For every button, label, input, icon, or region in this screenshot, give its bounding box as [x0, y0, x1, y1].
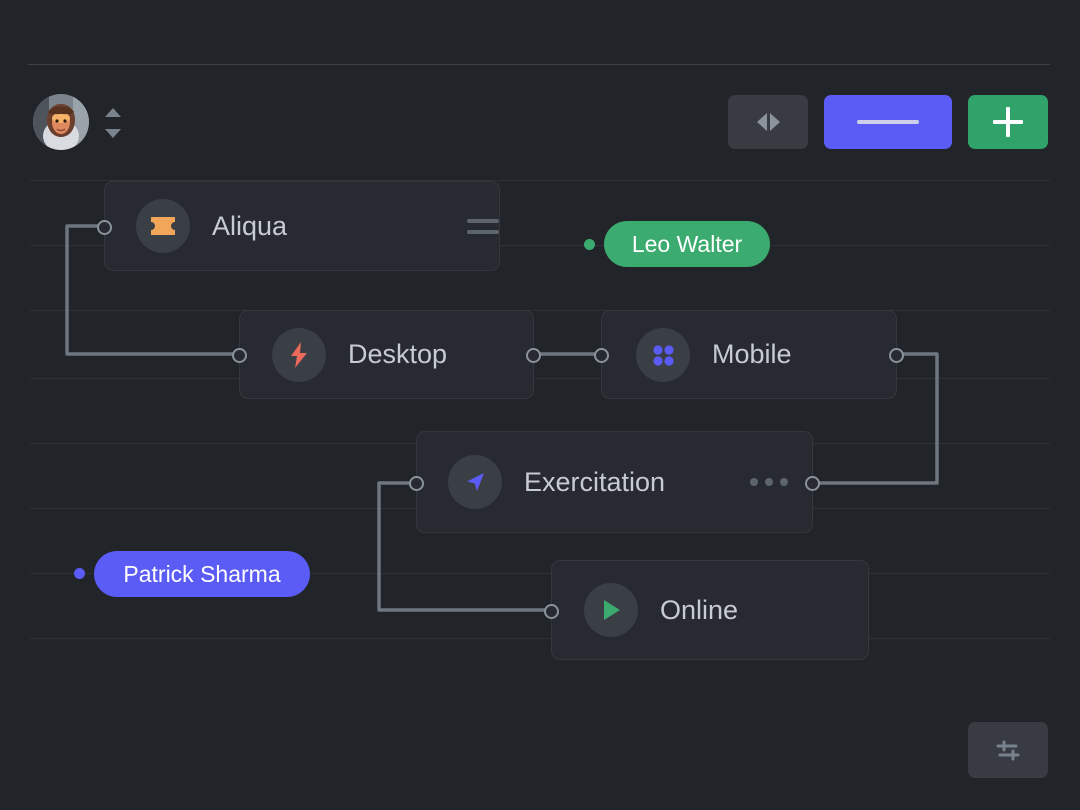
node-exercitation[interactable]: Exercitation [409, 431, 820, 533]
status-dot-leo [584, 239, 595, 250]
avatar[interactable] [33, 94, 89, 150]
node-label: Online [660, 594, 739, 625]
node-label: Exercitation [524, 466, 666, 497]
node-online[interactable]: Online [544, 560, 869, 660]
port-right[interactable] [526, 348, 541, 363]
pill-patrick-sharma[interactable]: Patrick Sharma [94, 551, 310, 597]
guide-rail [30, 245, 1050, 246]
port-left[interactable] [97, 220, 112, 235]
port-left[interactable] [409, 476, 424, 491]
play-triangle-icon [584, 583, 638, 637]
pill-leo-walter[interactable]: Leo Walter [604, 221, 770, 267]
guide-rail [30, 638, 1050, 639]
node-aliqua[interactable]: Aliqua [97, 181, 500, 271]
sliders-icon [996, 740, 1020, 761]
minus-icon [857, 120, 919, 124]
ticket-icon [136, 199, 190, 253]
sort-descending-arrow [105, 129, 121, 138]
equals-menu-icon[interactable] [467, 218, 499, 234]
node-label: Desktop [348, 339, 448, 369]
guide-rail [30, 378, 1050, 379]
guide-rail [30, 310, 1050, 311]
sliders-settings-button[interactable] [968, 722, 1048, 778]
port-right[interactable] [805, 476, 820, 491]
sort-ascending-arrow [105, 108, 121, 117]
user-avatar-photo [33, 94, 89, 150]
minus-button[interactable] [824, 95, 952, 149]
node-label: Mobile [712, 339, 792, 369]
port-left[interactable] [594, 348, 609, 363]
node-desktop[interactable]: Desktop [232, 310, 541, 399]
navigation-arrow-icon [448, 455, 502, 509]
guide-rail [28, 64, 1050, 65]
collapse-expand-button[interactable] [728, 95, 808, 149]
node-mobile[interactable]: Mobile [594, 310, 904, 399]
port-left[interactable] [232, 348, 247, 363]
guide-rail [30, 180, 1050, 181]
ellipsis-menu-icon[interactable] [750, 478, 788, 486]
port-left[interactable] [544, 604, 559, 619]
sort-up-down-icon[interactable] [103, 108, 123, 138]
status-dot-patrick [74, 568, 85, 579]
lightning-bolt-icon [272, 327, 326, 382]
port-right[interactable] [889, 348, 904, 363]
plus-icon [993, 107, 1023, 137]
node-label: Aliqua [212, 210, 288, 241]
grid-dots-icon [636, 327, 690, 382]
left-right-arrows-icon [756, 113, 780, 131]
add-button[interactable] [968, 95, 1048, 149]
